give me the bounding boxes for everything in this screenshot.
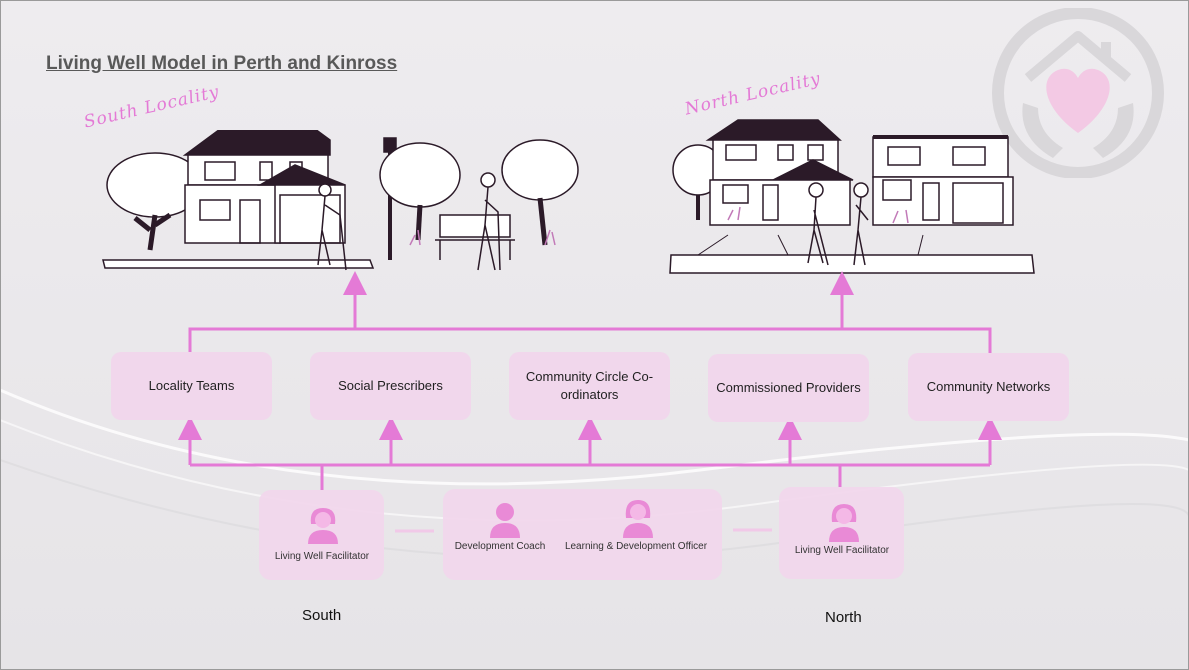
person-icon (490, 503, 520, 538)
house-heart-logo-icon (992, 8, 1164, 178)
person-icon (308, 508, 338, 544)
south-scene-illustration (102, 130, 579, 271)
south-facilitator-label: Living Well Facilitator (274, 551, 370, 562)
central-team-box (443, 489, 722, 580)
region-north-label: North (825, 609, 862, 626)
north-facilitator-label: Living Well Facilitator (794, 545, 890, 556)
service-box-community-circle: Community Circle Co-ordinators (509, 352, 670, 420)
service-box-community-networks: Community Networks (908, 353, 1069, 421)
region-south-label: South (302, 607, 342, 624)
page-title: Living Well Model in Perth and Kinross (46, 53, 398, 74)
north-scene-illustration (669, 119, 1035, 274)
service-box-commissioned-providers: Commissioned Providers (708, 354, 869, 422)
person-icon (623, 500, 653, 538)
service-box-social-prescribers: Social Prescribers (310, 352, 471, 420)
service-box-locality-teams: Locality Teams (111, 352, 272, 420)
ld-officer-label: Learning & Development Officer (564, 541, 708, 552)
development-coach-label: Development Coach (454, 541, 546, 552)
person-icon (829, 504, 859, 542)
